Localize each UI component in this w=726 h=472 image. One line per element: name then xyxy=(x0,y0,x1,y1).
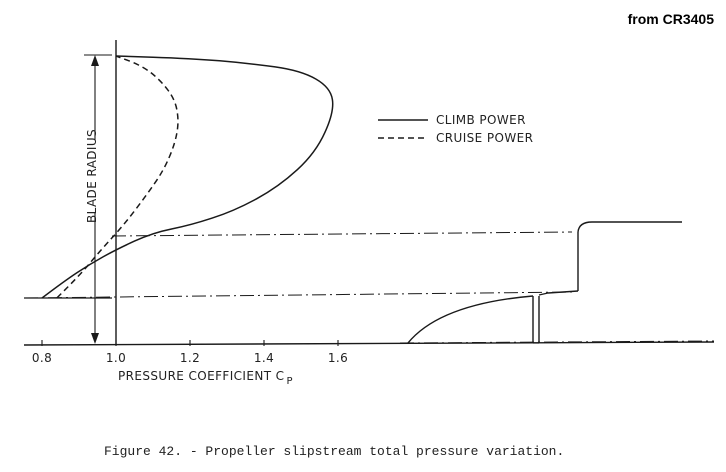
figure-caption: Figure 42. - Propeller slipstream total … xyxy=(104,444,564,459)
series-climb-power xyxy=(41,55,334,299)
radius-arrow-bottom-head xyxy=(91,333,99,344)
nacelle-schematic xyxy=(407,221,682,344)
x-axis-label-subscript: P xyxy=(286,376,292,387)
legend-label: CRUISE POWER xyxy=(436,131,533,145)
legend: CLIMB POWER CRUISE POWER xyxy=(378,113,533,145)
blade-radius-arrow xyxy=(84,54,112,344)
x-tick-label: 1.2 xyxy=(180,351,200,365)
source-note: from CR3405 xyxy=(628,11,715,27)
series-cruise-power xyxy=(56,55,179,299)
legend-label: CLIMB POWER xyxy=(436,113,526,127)
series-layer xyxy=(41,55,334,299)
x-tick-label: 1.6 xyxy=(328,351,348,365)
y-axis-label: BLADE RADIUS xyxy=(85,129,99,223)
radius-arrow-top-head xyxy=(91,55,99,66)
x-tick-label: 1.0 xyxy=(106,351,126,365)
projection-lines xyxy=(23,231,715,344)
chart-frame xyxy=(23,40,715,346)
x-axis-label-text: PRESSURE COEFFICIENT C xyxy=(118,369,284,383)
x-tick-label: 1.4 xyxy=(254,351,274,365)
x-axis-line xyxy=(23,341,715,346)
x-tick-label: 0.8 xyxy=(32,351,52,365)
x-ticks: 0.8 1.0 1.2 1.4 1.6 xyxy=(32,340,348,365)
